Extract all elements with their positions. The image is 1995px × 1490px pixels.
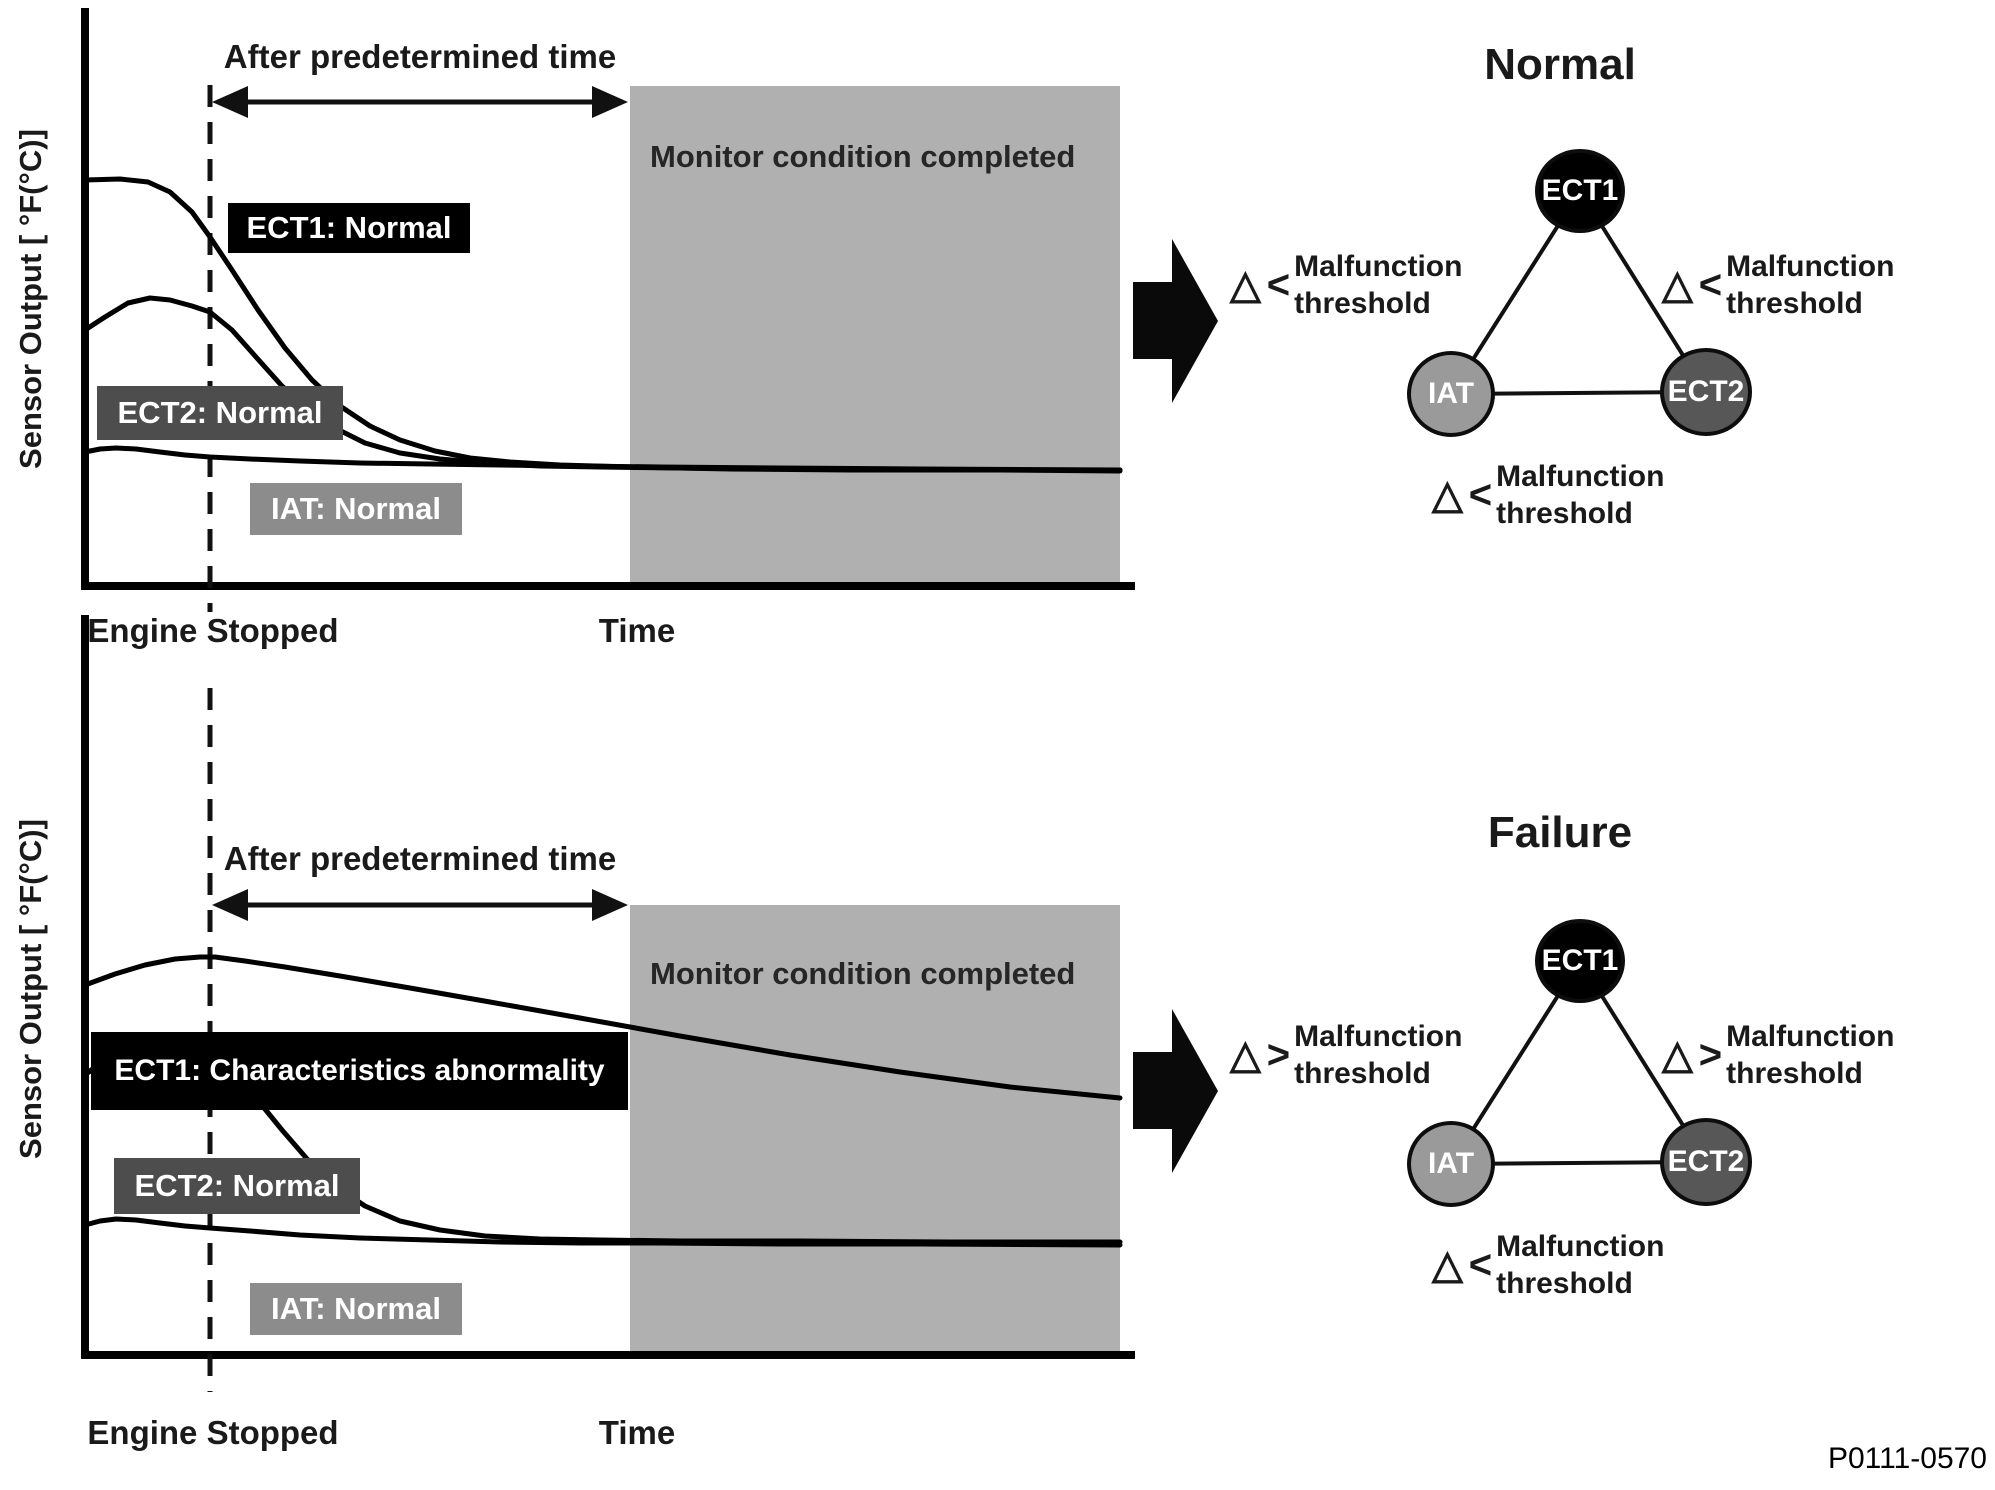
threshold-line2: threshold: [1496, 497, 1633, 530]
diagram-title-normal: Normal: [1484, 40, 1636, 89]
greater-than-icon: >: [1266, 1033, 1291, 1077]
less-than-icon: <: [1468, 1243, 1493, 1287]
arrowhead-right-normal: [592, 86, 628, 118]
delta-icon: △: [1662, 263, 1693, 307]
threshold-text: Malfunction threshold: [1294, 1018, 1462, 1092]
delta-icon: △: [1230, 1033, 1261, 1077]
threshold-left-failure: △ > Malfunction threshold: [1230, 1018, 1462, 1092]
ect1-series-label-normal: ECT1: Normal: [228, 203, 470, 253]
threshold-text: Malfunction threshold: [1294, 248, 1462, 322]
threshold-right-normal: △ < Malfunction threshold: [1662, 248, 1894, 322]
iat-series-label-failure: IAT: Normal: [250, 1283, 462, 1335]
node-ect1-failure: ECT1: [1535, 919, 1625, 1003]
time-label-normal: Time: [598, 612, 676, 649]
threshold-text: Malfunction threshold: [1496, 1228, 1664, 1302]
threshold-line2: threshold: [1294, 1057, 1431, 1090]
monitor-condition-label-failure: Monitor condition completed: [650, 956, 1076, 991]
delta-icon: △: [1662, 1033, 1693, 1077]
less-than-icon: <: [1698, 263, 1723, 307]
after-predetermined-time-label-normal: After predetermined time: [223, 38, 617, 75]
threshold-text: Malfunction threshold: [1726, 248, 1894, 322]
curve-iat-failure: [82, 1216, 1123, 1248]
monitor-region-normal: [630, 86, 1120, 586]
threshold-line1: Malfunction: [1726, 250, 1895, 283]
ect2-series-label-failure: ECT2: Normal: [114, 1158, 360, 1214]
threshold-line1: Malfunction: [1294, 250, 1463, 283]
figure-code: P0111-0570: [1827, 1442, 1987, 1475]
result-arrow-normal: [1133, 239, 1218, 403]
diagram-title-failure: Failure: [1487, 808, 1633, 857]
delta-icon: △: [1432, 1243, 1463, 1287]
node-ect2-failure: ECT2: [1660, 1118, 1752, 1206]
threshold-text: Malfunction threshold: [1726, 1018, 1894, 1092]
threshold-line2: threshold: [1726, 1057, 1863, 1090]
node-iat-normal: IAT: [1407, 351, 1495, 437]
threshold-right-failure: △ > Malfunction threshold: [1662, 1018, 1894, 1092]
greater-than-icon: >: [1698, 1033, 1723, 1077]
time-label-failure: Time: [598, 1414, 676, 1451]
threshold-bottom-normal: △ < Malfunction threshold: [1432, 458, 1664, 532]
threshold-line1: Malfunction: [1496, 460, 1665, 493]
after-predetermined-time-label-failure: After predetermined time: [223, 840, 617, 877]
arrowhead-left-normal: [212, 86, 248, 118]
node-ect2-normal: ECT2: [1660, 348, 1752, 436]
threshold-line1: Malfunction: [1496, 1230, 1665, 1263]
threshold-text: Malfunction threshold: [1496, 458, 1664, 532]
monitor-region-failure: [630, 905, 1120, 1355]
y-axis-label-normal: Sensor Output [ °F(°C)]: [13, 129, 48, 469]
engine-stopped-label-normal: Engine Stopped: [87, 612, 339, 649]
arrowhead-right-failure: [592, 889, 628, 921]
threshold-line2: threshold: [1294, 287, 1431, 320]
arrowhead-left-failure: [212, 889, 248, 921]
ect1-series-label-failure: ECT1: Characteristics abnormality: [91, 1032, 628, 1110]
threshold-line2: threshold: [1496, 1267, 1633, 1300]
threshold-line2: threshold: [1726, 287, 1863, 320]
threshold-left-normal: △ < Malfunction threshold: [1230, 248, 1462, 322]
node-iat-failure: IAT: [1407, 1121, 1495, 1207]
ect2-series-label-normal: ECT2: Normal: [97, 386, 343, 440]
curve-ect1-failure: [82, 954, 1123, 1101]
monitor-condition-label-normal: Monitor condition completed: [650, 139, 1076, 174]
delta-icon: △: [1432, 473, 1463, 517]
curve-iat-normal: [82, 445, 1123, 473]
delta-icon: △: [1230, 263, 1261, 307]
node-ect1-normal: ECT1: [1535, 149, 1625, 233]
y-axis-label-failure: Sensor Output [ °F(°C)]: [13, 819, 48, 1159]
threshold-line1: Malfunction: [1726, 1020, 1895, 1053]
threshold-bottom-failure: △ < Malfunction threshold: [1432, 1228, 1664, 1302]
less-than-icon: <: [1468, 473, 1493, 517]
threshold-line1: Malfunction: [1294, 1020, 1463, 1053]
engine-stopped-label-failure: Engine Stopped: [87, 1414, 339, 1451]
result-arrow-failure: [1133, 1009, 1218, 1173]
iat-series-label-normal: IAT: Normal: [250, 483, 462, 535]
less-than-icon: <: [1266, 263, 1291, 307]
